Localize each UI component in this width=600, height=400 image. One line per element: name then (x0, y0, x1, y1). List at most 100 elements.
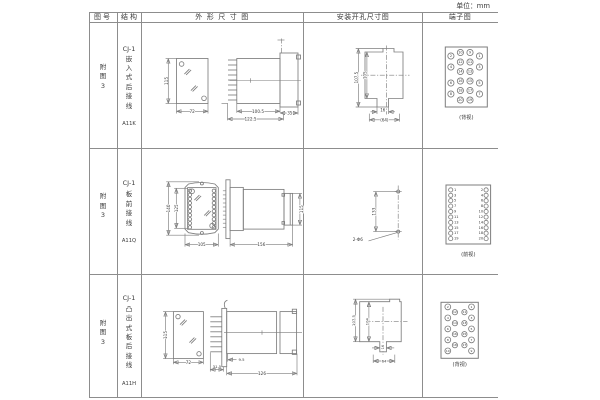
svg-text:20: 20 (479, 237, 484, 241)
svg-text:133: 133 (371, 207, 376, 215)
svg-text:4: 4 (447, 316, 449, 320)
table-bottom-border (89, 397, 498, 398)
svg-text:10: 10 (479, 210, 484, 214)
svg-text:(64): (64) (380, 117, 389, 122)
svg-text:115: 115 (163, 331, 168, 339)
svg-text:12: 12 (458, 60, 462, 64)
svg-text:7: 7 (471, 338, 473, 342)
col-separator-2 (141, 11, 142, 398)
col-separator-4 (422, 11, 423, 398)
svg-text:20: 20 (458, 98, 462, 102)
svg-text:16: 16 (458, 79, 462, 83)
svg-text:9: 9 (454, 210, 457, 214)
svg-text:3: 3 (478, 65, 480, 69)
svg-text:12: 12 (479, 215, 484, 219)
row1-mounting: 嵌 入 式 后 接 线 (125, 54, 133, 110)
row3-mounting: 凸 出 式 板 后 接 线 (125, 304, 133, 370)
svg-text:14: 14 (458, 70, 462, 74)
svg-text:17: 17 (468, 89, 472, 93)
unit-label: 单位：mm (456, 2, 490, 10)
row1-figure-no: 附 图 3 (99, 63, 107, 90)
row1-outline-drawing: 115 72 100.5 35 122.5 (164, 38, 301, 122)
svg-text:12: 12 (453, 310, 457, 314)
svg-text:72: 72 (190, 109, 196, 114)
svg-text:18: 18 (458, 89, 462, 93)
row2-figure-no: 附 图 3 (99, 192, 107, 220)
svg-text:2: 2 (450, 54, 452, 58)
svg-text:18: 18 (453, 343, 457, 347)
svg-text:31.5: 31.5 (213, 364, 222, 369)
svg-text:35: 35 (287, 111, 293, 116)
svg-text:2: 2 (481, 188, 483, 192)
svg-text:(背视): (背视) (452, 360, 466, 368)
svg-text:9: 9 (471, 349, 473, 353)
svg-text:8: 8 (447, 338, 449, 342)
row1-separator (89, 148, 498, 149)
row3-code: A11H (121, 381, 137, 387)
row2-separator (89, 274, 498, 275)
table-top-border (89, 11, 498, 13)
header-structure: 结构 (121, 13, 139, 21)
svg-text:9.5: 9.5 (238, 357, 245, 362)
svg-text:5: 5 (454, 199, 456, 203)
row1-model: CJ-1 (122, 44, 136, 53)
svg-text:13: 13 (468, 70, 472, 74)
svg-text:7: 7 (478, 92, 480, 96)
svg-text:17: 17 (462, 343, 466, 347)
svg-text:107.5: 107.5 (351, 314, 356, 325)
svg-text:115: 115 (164, 77, 169, 85)
svg-text:15: 15 (462, 332, 466, 336)
svg-text:16: 16 (381, 345, 385, 349)
svg-text:2: 2 (447, 305, 449, 309)
row3-terminal-circles (444, 303, 475, 355)
row2-stud-circles (187, 188, 217, 230)
svg-text:11: 11 (468, 60, 472, 64)
svg-text:105: 105 (198, 242, 206, 247)
svg-text:8: 8 (450, 92, 452, 96)
svg-text:104: 104 (364, 317, 369, 325)
header-separator (89, 22, 498, 23)
svg-text:1: 1 (471, 305, 473, 309)
svg-text:6: 6 (447, 327, 449, 331)
svg-text:16: 16 (479, 226, 484, 230)
row2-code: A11Q (121, 237, 137, 244)
header-outline: 外形尺寸图 (195, 13, 253, 21)
row3-figure-no: 附 图 3 (99, 318, 107, 346)
svg-text:15: 15 (454, 226, 459, 230)
svg-text:8: 8 (481, 204, 484, 208)
svg-text:15: 15 (468, 79, 472, 83)
svg-text:5: 5 (478, 81, 480, 85)
row1-code: A11K (122, 120, 136, 127)
svg-text:14: 14 (479, 220, 484, 224)
svg-text:16: 16 (380, 108, 386, 113)
svg-text:14: 14 (453, 321, 457, 325)
svg-text:9: 9 (469, 51, 471, 55)
row2-terminal-circles (448, 187, 489, 242)
col-separator-3 (303, 11, 304, 398)
svg-text:107.5: 107.5 (354, 71, 359, 83)
svg-text:19: 19 (468, 98, 472, 102)
svg-text:72: 72 (186, 360, 192, 365)
header-figure-no: 图号 (94, 13, 112, 21)
table-left-border (89, 11, 90, 398)
svg-text:11: 11 (462, 310, 466, 314)
svg-text:13: 13 (462, 321, 466, 325)
svg-text:5: 5 (471, 327, 473, 331)
svg-text:122.5: 122.5 (245, 117, 257, 122)
svg-text:19: 19 (454, 237, 459, 241)
svg-text:100.5: 100.5 (252, 109, 264, 114)
svg-text:115: 115 (299, 205, 304, 213)
header-install: 安装开孔尺寸图 (336, 13, 390, 21)
